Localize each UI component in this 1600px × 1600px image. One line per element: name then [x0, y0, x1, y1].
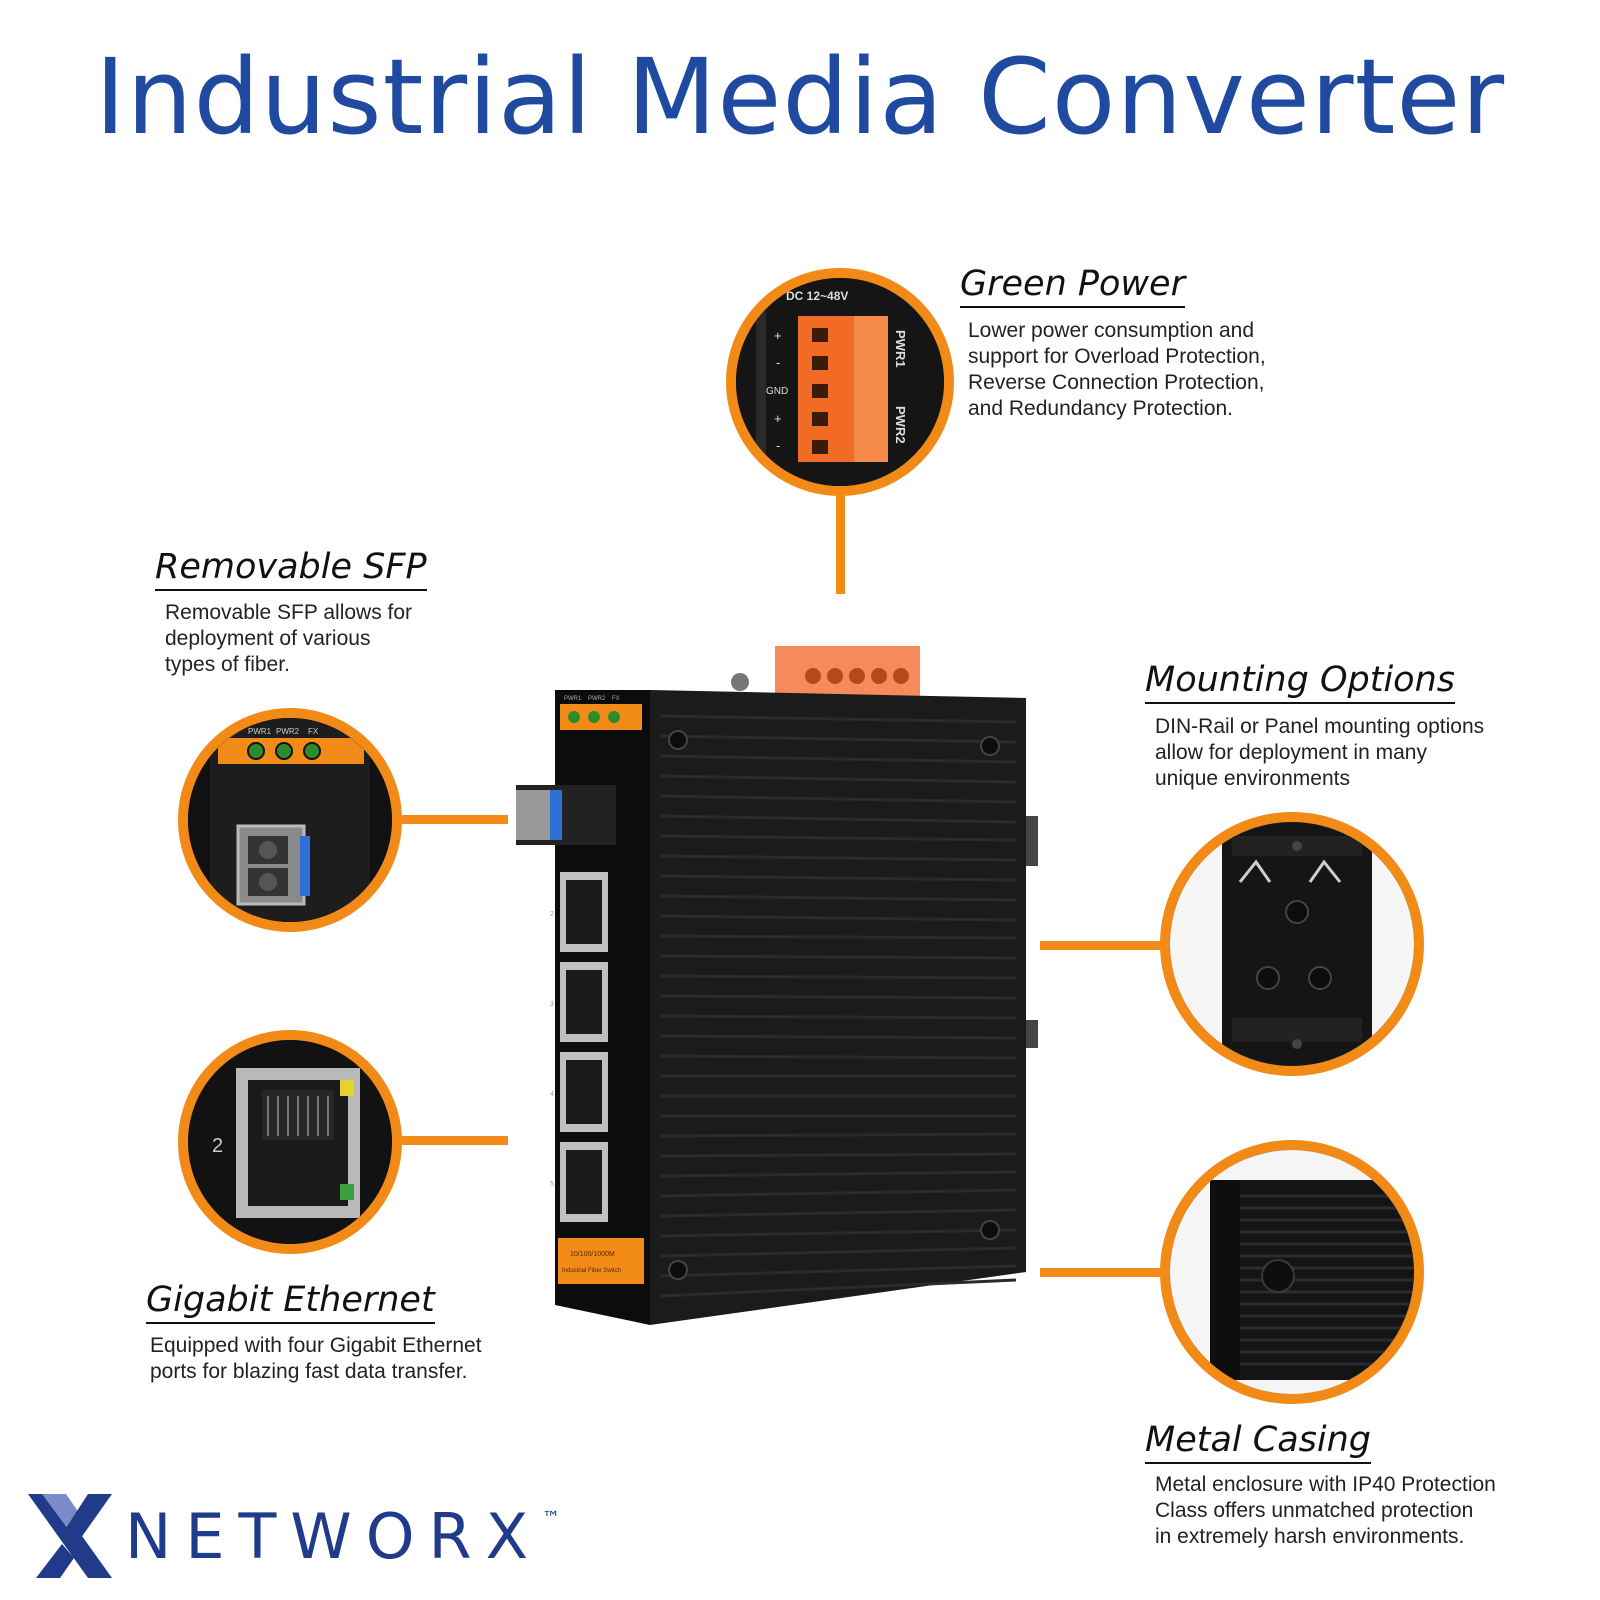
mounting-options-title: Mounting Options — [1145, 660, 1455, 704]
sfp-led-label: PWR1 — [248, 727, 272, 736]
din-rail-closeup — [1160, 812, 1424, 1076]
metal-casing-description: Metal enclosure with IP40 Protection Cla… — [1155, 1473, 1496, 1548]
sfp-connector-line — [402, 815, 508, 824]
media-converter-device: PWR1 PWR2 FX 2 3 4 5 10/100/1000M Indust… — [510, 640, 1060, 1330]
removable-sfp-description: Removable SFP allows for deployment of v… — [165, 601, 413, 676]
device-port-number: 5 — [550, 1181, 554, 1188]
power-terminal-closeup: DC 12~48V + - GND + - PWR1 PWR2 — [726, 268, 954, 496]
device-led-label: PWR1 — [564, 696, 582, 702]
ethernet-port-closeup: 2 — [178, 1030, 402, 1254]
device-led-label: FX — [612, 696, 620, 702]
device-label-type: Industrial Fiber Switch — [562, 1268, 621, 1274]
green-power-title: Green Power — [960, 264, 1185, 308]
device-port-number: 2 — [550, 911, 554, 918]
removable-sfp-title: Removable SFP — [155, 547, 427, 591]
ethernet-port-number: 2 — [212, 1135, 223, 1157]
mounting-options-description: DIN-Rail or Panel mounting options allow… — [1155, 715, 1485, 790]
casing-connector-line — [1040, 1268, 1162, 1277]
green-power-connector-line — [836, 496, 845, 594]
networx-logo-mark — [22, 1494, 118, 1578]
metal-casing-closeup — [1160, 1140, 1424, 1404]
device-ethernet-ports — [560, 872, 608, 1222]
pin-label: GND — [766, 386, 788, 397]
pin-label: - — [776, 355, 780, 370]
pin-label: + — [774, 328, 782, 343]
gigabit-ethernet-description: Equipped with four Gigabit Ethernet port… — [150, 1334, 482, 1383]
gigabit-ethernet-title: Gigabit Ethernet — [146, 1280, 435, 1324]
sfp-led-label: PWR2 — [276, 727, 300, 736]
voltage-label: DC 12~48V — [786, 289, 848, 303]
pwr1-label: PWR1 — [893, 330, 908, 368]
sfp-closeup: PWR1 PWR2 FX — [178, 708, 402, 932]
device-port-number: 3 — [550, 1001, 554, 1008]
pin-label: + — [774, 411, 782, 426]
ethernet-connector-line — [402, 1136, 508, 1145]
device-port-number: 4 — [550, 1091, 554, 1098]
page-title: Industrial Media Converter — [94, 36, 1506, 158]
device-label-speed: 10/100/1000M — [570, 1251, 615, 1258]
networx-logo-text: NETWORX™ — [125, 1500, 561, 1573]
pwr2-label: PWR2 — [893, 406, 908, 444]
sfp-led-label: FX — [308, 727, 319, 736]
pin-label: - — [776, 438, 780, 453]
mounting-connector-line — [1040, 941, 1162, 950]
device-led-label: PWR2 — [588, 696, 606, 702]
metal-casing-title: Metal Casing — [1145, 1420, 1371, 1464]
green-power-description: Lower power consumption and support for … — [968, 319, 1266, 420]
